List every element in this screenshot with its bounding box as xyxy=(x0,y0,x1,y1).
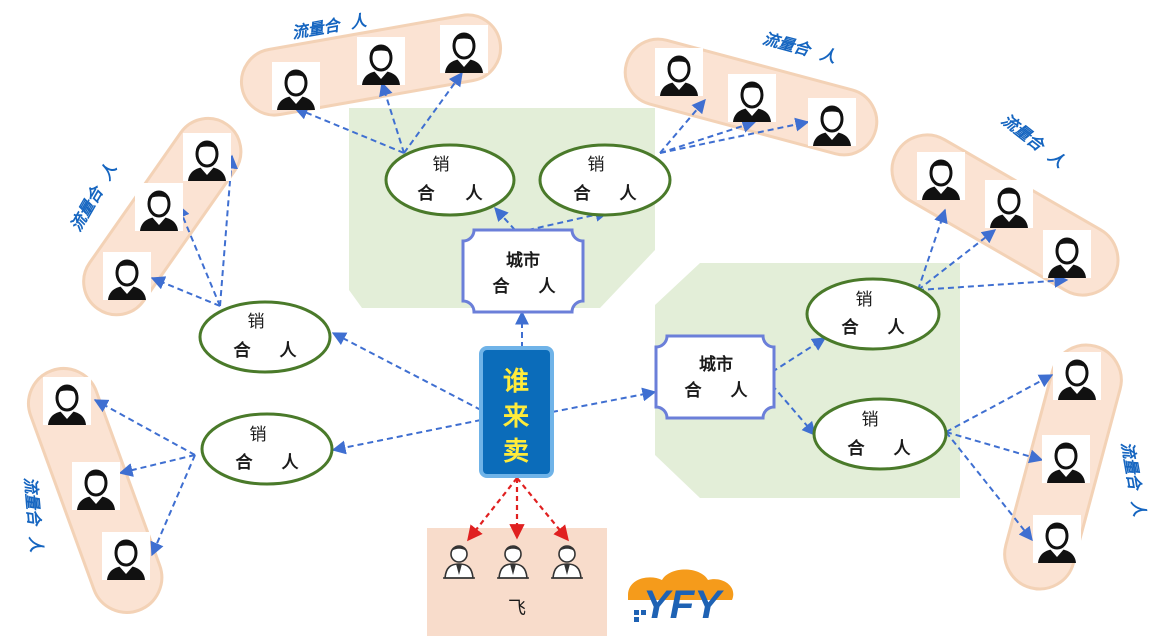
sales-partner-node xyxy=(198,300,332,374)
yfy-logo-icon: YFY xyxy=(628,569,734,627)
person-avatar-icon xyxy=(1051,350,1103,402)
traffic-group-label: 流量合 人 xyxy=(66,159,121,234)
sales-label-xiao: 销 xyxy=(250,425,267,445)
sales-label-he: 合 xyxy=(234,340,252,361)
traffic-group-label: 流量合 人 xyxy=(998,110,1070,172)
person-avatar-icon xyxy=(70,460,122,512)
sales-label-ren: 人 xyxy=(282,453,300,473)
sales-label-ren: 人 xyxy=(894,439,912,459)
person-avatar-icon xyxy=(270,60,322,112)
city-partner-label-ren: 人 xyxy=(731,381,749,401)
red-arrows xyxy=(467,477,569,542)
logo-text: YFY xyxy=(643,583,724,627)
traffic-group-label: 流量合 人 xyxy=(21,476,47,554)
traffic-group-label: 流量合 人 xyxy=(761,29,839,67)
sales-label-xiao: 销 xyxy=(248,312,265,332)
person-avatar-icon xyxy=(653,46,705,98)
city-partner-label-top: 城市 xyxy=(506,250,540,271)
person-avatar-icon xyxy=(100,530,152,582)
person-avatar-icon xyxy=(41,375,93,427)
sales-label-xiao: 销 xyxy=(856,290,873,310)
person-avatar-icon xyxy=(101,250,153,302)
bottom-group-box xyxy=(427,528,607,636)
person-avatar-icon xyxy=(726,72,778,124)
sales-label-xiao: 销 xyxy=(588,155,605,175)
sales-label-ren: 人 xyxy=(620,184,638,204)
sales-label-xiao: 销 xyxy=(433,155,450,175)
person-avatar-icon xyxy=(915,150,967,202)
sales-label-ren: 人 xyxy=(280,341,298,361)
sales-label-he: 合 xyxy=(418,183,436,204)
center-node-line-1: 谁 xyxy=(503,367,529,397)
traffic-group-label: 流量合 人 xyxy=(1118,440,1150,518)
sales-label-xiao: 销 xyxy=(862,410,879,430)
person-avatar-icon xyxy=(438,23,490,75)
city-partner-node xyxy=(654,334,776,420)
city-partner-label-top: 城市 xyxy=(699,354,733,375)
sales-partner-node xyxy=(812,397,948,471)
person-avatar-icon xyxy=(1041,228,1093,280)
center-node xyxy=(479,346,554,478)
center-node-line-2: 来 xyxy=(503,402,530,432)
sales-partner-node xyxy=(805,277,941,351)
sales-label-he: 合 xyxy=(236,452,254,473)
sales-label-he: 合 xyxy=(842,317,860,338)
sales-label-he: 合 xyxy=(574,183,592,204)
city-partner-node xyxy=(461,228,585,314)
person-avatar-icon xyxy=(355,35,407,87)
sales-partner-node xyxy=(200,412,334,486)
bottom-group-label: 飞 xyxy=(508,598,526,619)
person-avatar-icon xyxy=(806,96,858,148)
person-avatar-icon xyxy=(181,131,233,183)
city-partner-label-he: 合 xyxy=(493,276,511,297)
center-node-line-3: 卖 xyxy=(503,437,529,467)
sales-label-ren: 人 xyxy=(466,184,484,204)
sales-partner-node xyxy=(538,143,672,217)
person-avatar-icon xyxy=(1031,513,1083,565)
city-partner-label-he: 合 xyxy=(685,380,703,401)
sales-label-ren: 人 xyxy=(888,318,906,338)
city-partner-label-ren: 人 xyxy=(539,277,557,297)
blue-arrows xyxy=(93,71,1069,557)
person-avatar-icon xyxy=(133,181,185,233)
person-avatar-icon xyxy=(1040,433,1092,485)
person-avatar-icon xyxy=(983,178,1035,230)
sales-label-he: 合 xyxy=(848,438,866,459)
sales-partner-node xyxy=(384,143,516,217)
